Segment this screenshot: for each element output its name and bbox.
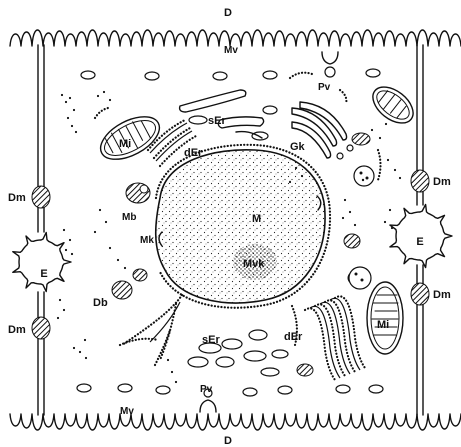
label-dm-right-top: Dm <box>433 176 451 188</box>
mitochondrion-right-bottom <box>367 282 403 354</box>
dense-body <box>112 281 132 299</box>
desmosome-left-bottom <box>32 317 50 339</box>
cell-membrane-left <box>38 45 44 415</box>
nucleus <box>156 145 330 308</box>
er-from-nucleus <box>122 295 182 360</box>
desmosome-left-top <box>32 186 50 208</box>
label-dm-right-bottom: Dm <box>433 289 451 301</box>
desmosome-right-top <box>411 170 429 192</box>
intercellular-space-left <box>13 233 71 292</box>
label-der-right: dEr <box>284 331 303 343</box>
label-e-right: E <box>416 236 423 248</box>
label-gk: Gk <box>290 141 306 153</box>
smooth-er-top <box>180 90 277 140</box>
label-ser-bottom: sEr <box>202 334 220 346</box>
multivesicular-body-right <box>349 166 374 289</box>
desmosome-right-bottom <box>411 283 429 305</box>
label-top-D: D <box>224 7 232 19</box>
label-mv-bottom: Mv <box>120 406 134 417</box>
label-der-left: dEr <box>184 147 203 159</box>
label-nucleus: M <box>252 213 261 225</box>
label-mk: Mk <box>140 235 154 246</box>
rough-er-right <box>305 296 365 380</box>
label-bottom-D: D <box>224 435 232 447</box>
label-pv-top: Pv <box>318 82 331 93</box>
mitochondrion-right-top <box>366 80 419 130</box>
microvilli-bottom <box>10 414 461 430</box>
label-dm-left-bottom: Dm <box>8 324 26 336</box>
label-db: Db <box>93 297 108 309</box>
label-mb: Mb <box>122 212 136 223</box>
microvilli-top <box>10 30 461 46</box>
label-pv-bottom: Pv <box>200 384 213 395</box>
vesicles-bottom-row <box>77 384 383 396</box>
pinocytotic-vesicle-top <box>290 52 346 104</box>
cell-membrane-right <box>417 45 423 415</box>
label-nucleolus: Mvk <box>243 258 265 270</box>
microbody <box>126 183 150 203</box>
label-mi-left: Mi <box>119 138 131 150</box>
label-e-left: E <box>40 268 47 280</box>
label-dm-left-top: Dm <box>8 192 26 204</box>
label-ser-top: sEr <box>208 115 226 127</box>
label-mi-right: Mi <box>377 319 389 331</box>
label-mv-top: Mv <box>224 45 238 56</box>
